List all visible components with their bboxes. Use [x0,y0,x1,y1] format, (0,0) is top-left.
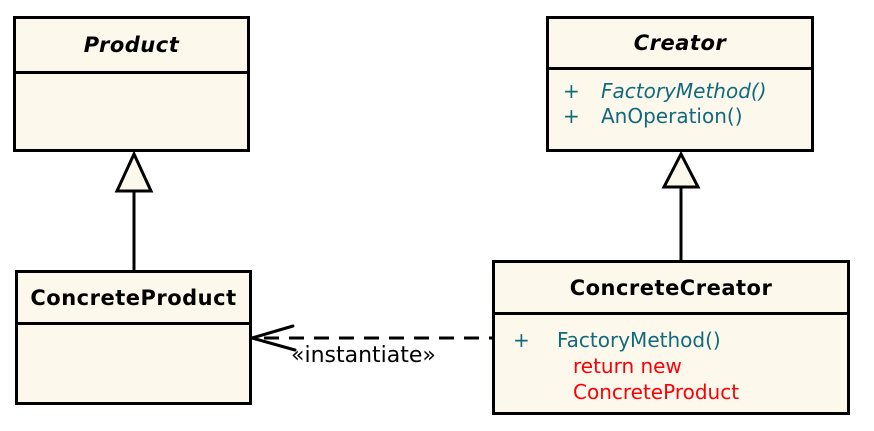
method-factorymethod-concrete: + FactoryMethod() [513,327,847,353]
class-header: Creator [549,19,811,70]
generalization-arrow-creator [661,150,701,262]
class-title-concrete-product: ConcreteProduct [30,285,237,310]
class-box-creator[interactable]: Creator + FactoryMethod() + AnOperation(… [546,16,814,152]
method-name: FactoryMethod() [557,328,721,352]
class-box-concrete-product[interactable]: ConcreteProduct [15,270,252,405]
code-note-return-new: return new [573,354,682,378]
method-name: AnOperation() [601,104,743,128]
method-factorymethod-abstract: + FactoryMethod() [563,79,811,104]
class-header: ConcreteProduct [18,273,249,325]
instantiate-label: «instantiate» [291,343,436,368]
class-title-concrete-creator: ConcreteCreator [569,275,773,300]
visibility-sign: + [563,104,580,128]
class-box-product[interactable]: Product [13,16,250,152]
code-note-concrete-product: ConcreteProduct [573,380,740,404]
class-body-creator: + FactoryMethod() + AnOperation() [549,70,811,129]
class-header: Product [16,19,247,74]
method-anoperation: + AnOperation() [563,104,811,129]
method-name: FactoryMethod() [601,79,767,103]
visibility-sign: + [563,79,580,103]
class-title-creator: Creator [633,31,727,55]
visibility-sign: + [513,328,530,352]
class-body-concrete-creator: + FactoryMethod() return new ConcretePro… [495,315,847,405]
class-header: ConcreteCreator [495,263,847,315]
generalization-arrow-product [114,150,154,272]
class-title-product: Product [83,33,180,57]
class-box-concrete-creator[interactable]: ConcreteCreator + FactoryMethod() return… [492,260,850,415]
